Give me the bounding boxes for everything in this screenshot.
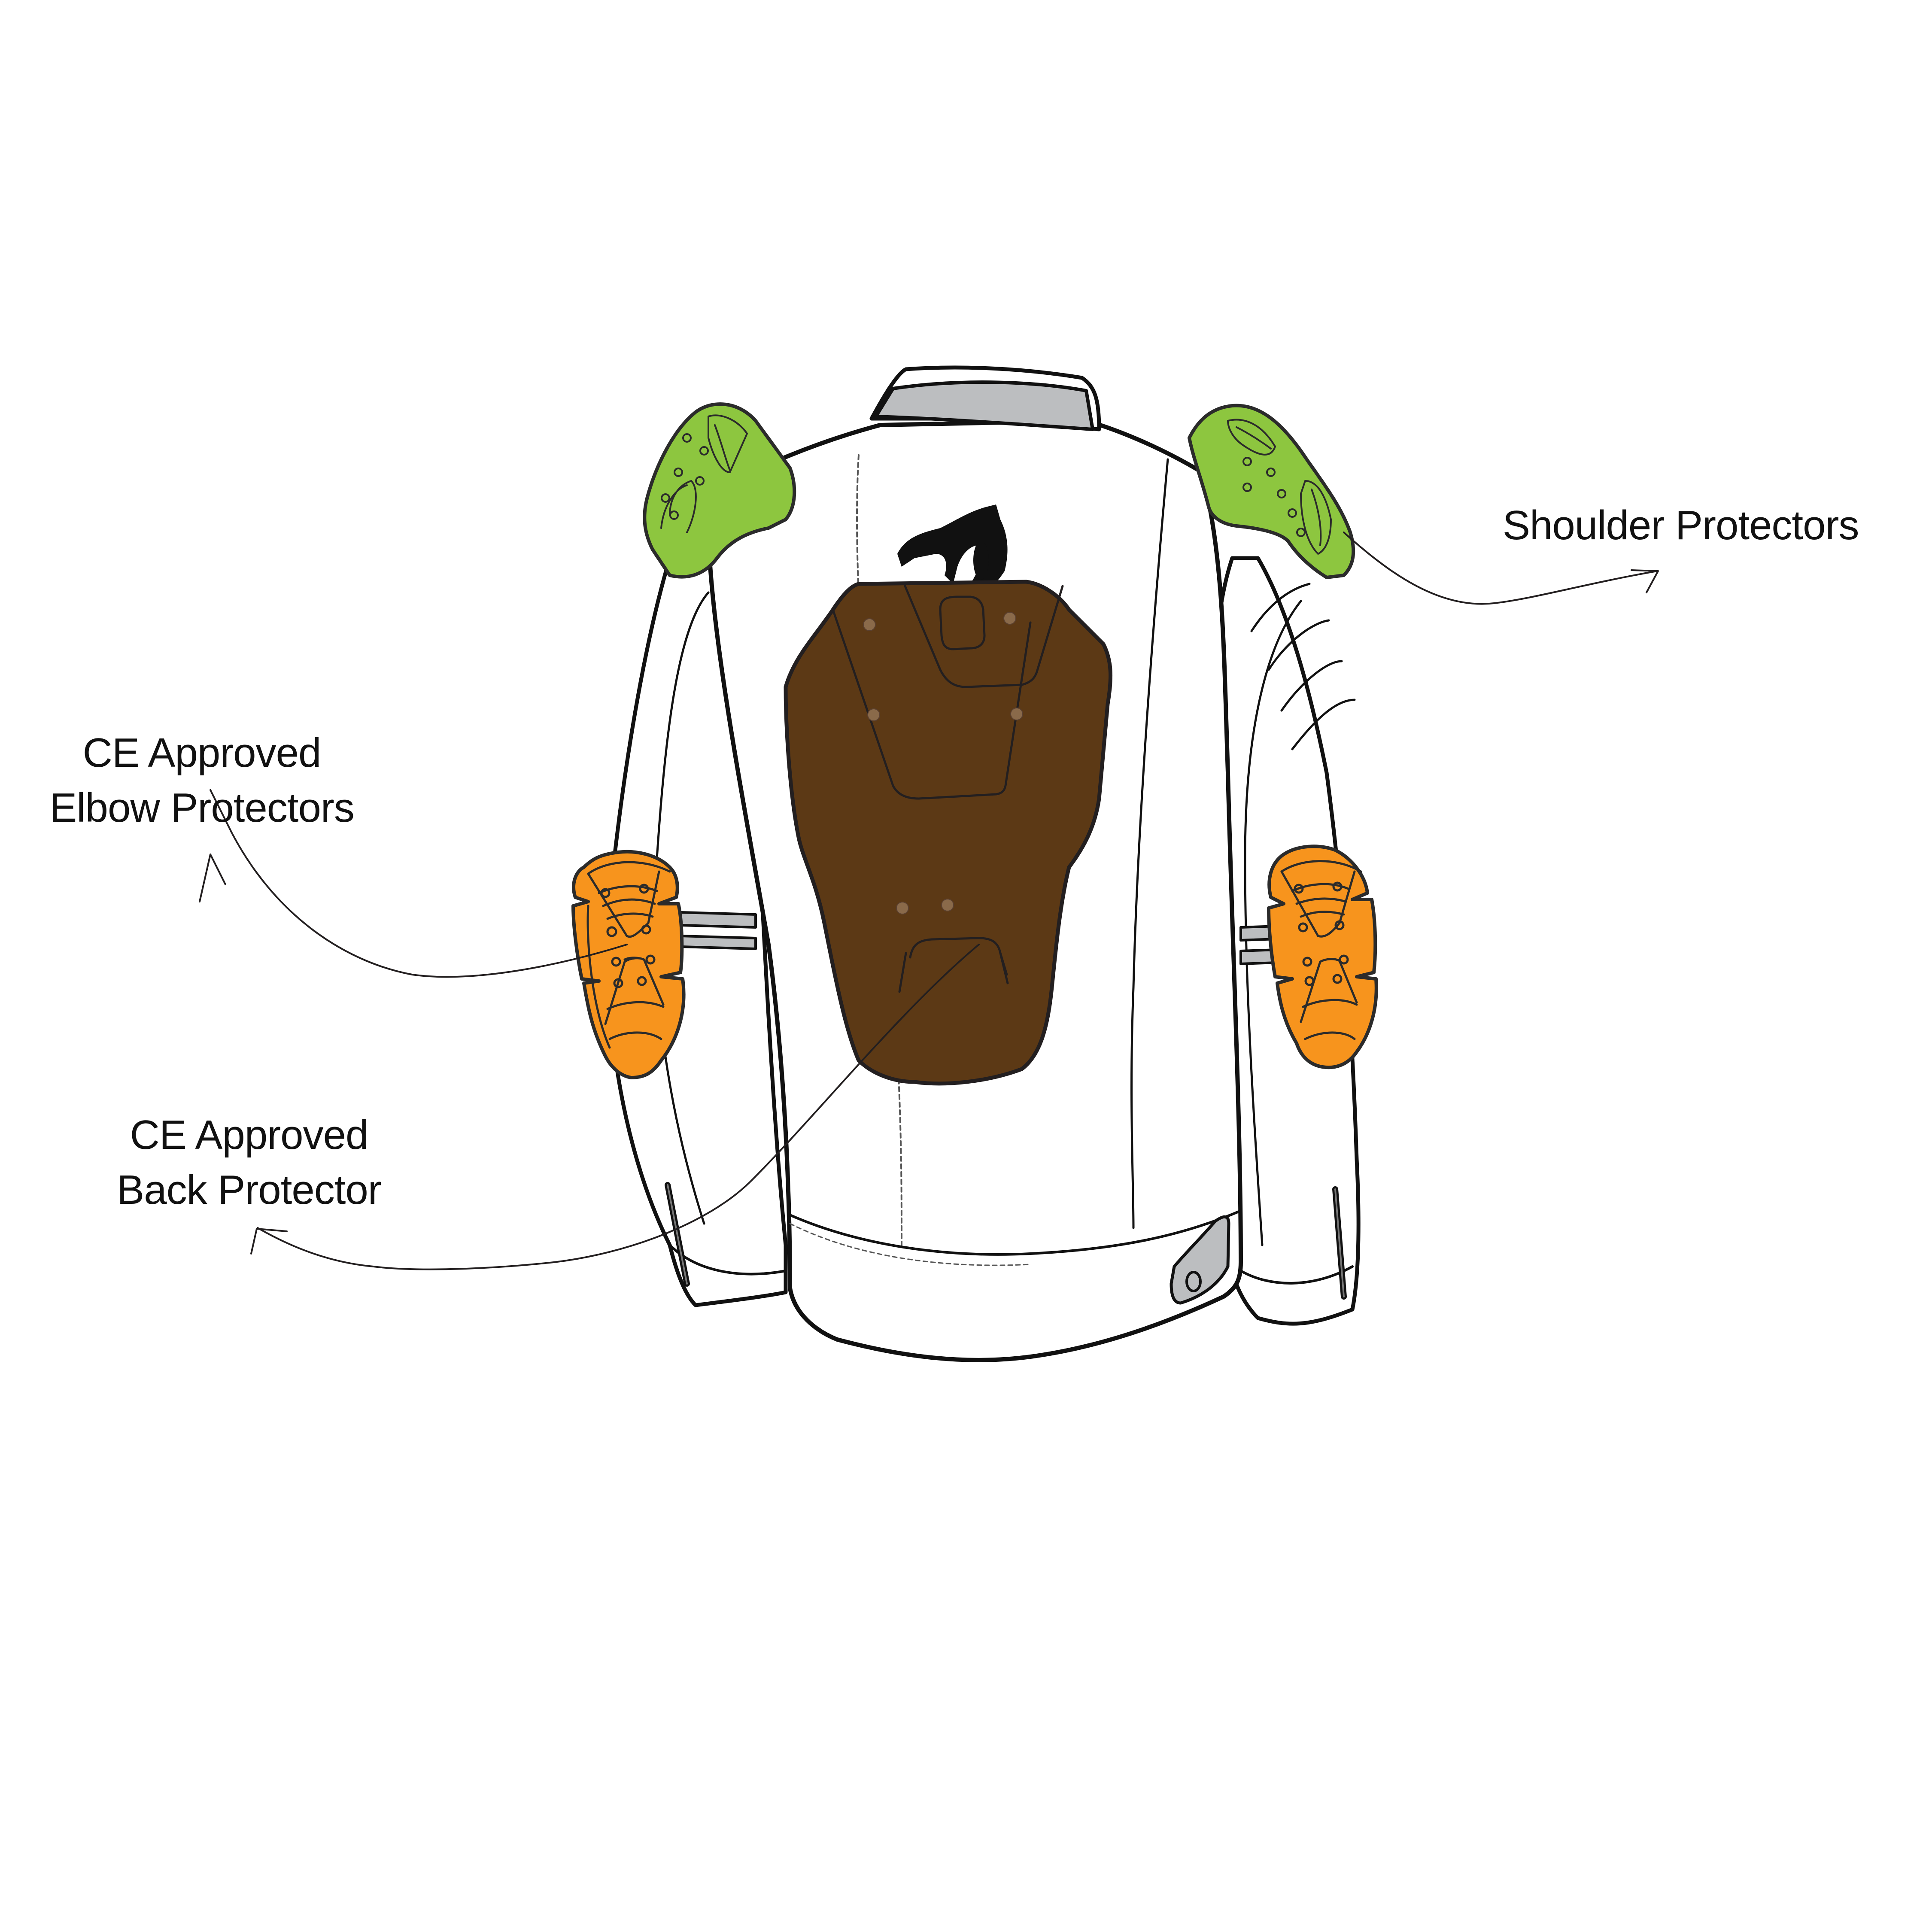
rivet [1010, 708, 1023, 720]
collar-panel [874, 380, 1094, 431]
back-label-line-1: CE Approved [130, 1112, 369, 1158]
elbow-label-line-1: CE Approved [82, 730, 322, 776]
right-shoulder-protector [1188, 404, 1355, 579]
elbow-callout-arrow [199, 789, 628, 978]
brand-logo [897, 504, 1008, 597]
left-elbow-protector [571, 850, 686, 1079]
back-protector [784, 580, 1113, 1086]
waist-adjuster-tab [1170, 1215, 1230, 1305]
rivet [896, 902, 909, 914]
shoulder-callout-arrow [1343, 532, 1659, 605]
shoulder-label-line-1: Shoulder Protectors [1503, 502, 1859, 548]
snap-button [1185, 1271, 1202, 1292]
collar [869, 365, 1101, 431]
rivet [1003, 612, 1016, 625]
back-protector-label: CE Approved Back Protector [94, 1108, 404, 1218]
back-callout-arrow [250, 944, 980, 1270]
rivet [863, 618, 876, 631]
right-elbow-protector [1267, 844, 1378, 1069]
rivet [941, 899, 954, 911]
rivet [867, 708, 880, 721]
shoulder-protectors-label: Shoulder Protectors [1503, 498, 1859, 553]
left-shoulder-protector [643, 402, 796, 579]
back-label-line-2: Back Protector [117, 1167, 382, 1213]
elbow-label-line-2: Elbow Protectors [49, 785, 355, 831]
elbow-protectors-label: CE Approved Elbow Protectors [43, 726, 361, 835]
